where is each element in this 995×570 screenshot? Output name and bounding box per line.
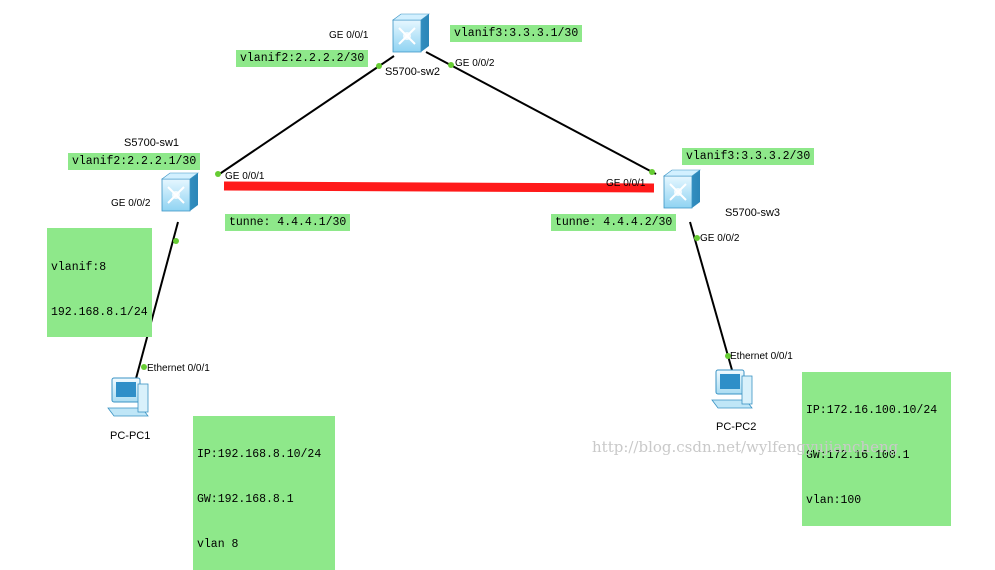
port-dot-sw2-ge1 [376,63,382,69]
port-dot-pc2-eth [725,353,731,359]
label-pc1-ip: IP:192.168.8.10/24 [197,448,322,461]
link-sw2-sw3 [425,51,657,175]
port-dot-sw3-ge2 [694,235,700,241]
label-sw3-tunnel: tunne: 4.4.4.2/30 [551,214,677,231]
pc-icon-pc2[interactable] [711,369,753,409]
label-pc1-config: IP:192.168.8.10/24 GW:192.168.8.1 vlan 8 [193,416,335,570]
port-label-sw1-ge2: GE 0/0/2 [111,198,151,209]
switch-icon-sw3[interactable] [663,169,701,209]
label-sw1-vlanif2: vlanif2:2.2.2.1/30 [68,153,201,170]
label-pc2-gw: GW:172.16.100.1 [806,449,910,462]
label-pc2-vlan: vlan:100 [806,494,862,507]
port-label-sw2-ge1: GE 0/0/1 [329,30,369,41]
port-label-sw1-ge1: GE 0/0/1 [225,171,265,182]
label-sw1-vlanif8-line1: vlanif:8 [51,261,107,274]
port-dot-sw1-ge2 [173,238,179,244]
label-sw3-vlanif3: vlanif3:3.3.3.2/30 [682,148,815,165]
device-name-sw1: S5700-sw1 [124,137,180,149]
port-label-sw2-ge2: GE 0/0/2 [455,58,495,69]
label-pc1-gw: GW:192.168.8.1 [197,493,294,506]
label-sw2-vlanif2: vlanif2:2.2.2.2/30 [236,50,369,67]
port-dot-pc1-eth [141,364,147,370]
port-dot-sw3-ge1 [649,169,655,175]
device-name-sw2: S5700-sw2 [385,66,441,78]
label-pc1-vlan: vlan 8 [197,538,239,551]
label-pc2-ip: IP:172.16.100.10/24 [806,404,938,417]
pc-icon-pc1[interactable] [107,377,149,417]
tunnel-link [223,181,655,193]
port-label-sw3-ge2: GE 0/0/2 [700,233,740,244]
port-dot-sw2-ge2 [448,62,454,68]
label-sw2-vlanif3: vlanif3:3.3.3.1/30 [450,25,583,42]
link-sw1-sw2 [217,55,395,176]
watermark-url: http://blog.csdn.net/wylfengyujiancheng [592,438,899,456]
switch-icon-sw1[interactable] [161,172,199,212]
network-topology-diagram [107,13,753,417]
switch-icon-sw2[interactable] [392,13,430,53]
link-sw3-pc2 [689,221,733,371]
label-sw1-vlanif8: vlanif:8 192.168.8.1/24 [47,228,152,337]
port-dot-sw1-ge1 [215,171,221,177]
port-label-pc2-eth: Ethernet 0/0/1 [730,351,793,362]
port-label-sw3-ge1: GE 0/0/1 [606,178,646,189]
device-name-pc2: PC-PC2 [716,421,757,433]
label-sw1-tunnel: tunne: 4.4.4.1/30 [225,214,351,231]
label-sw1-vlanif8-line2: 192.168.8.1/24 [51,306,148,319]
device-name-sw3: S5700-sw3 [725,207,781,219]
link-sw1-pc1 [133,221,179,387]
device-name-pc1: PC-PC1 [110,430,151,442]
port-label-pc1-eth: Ethernet 0/0/1 [147,363,210,374]
